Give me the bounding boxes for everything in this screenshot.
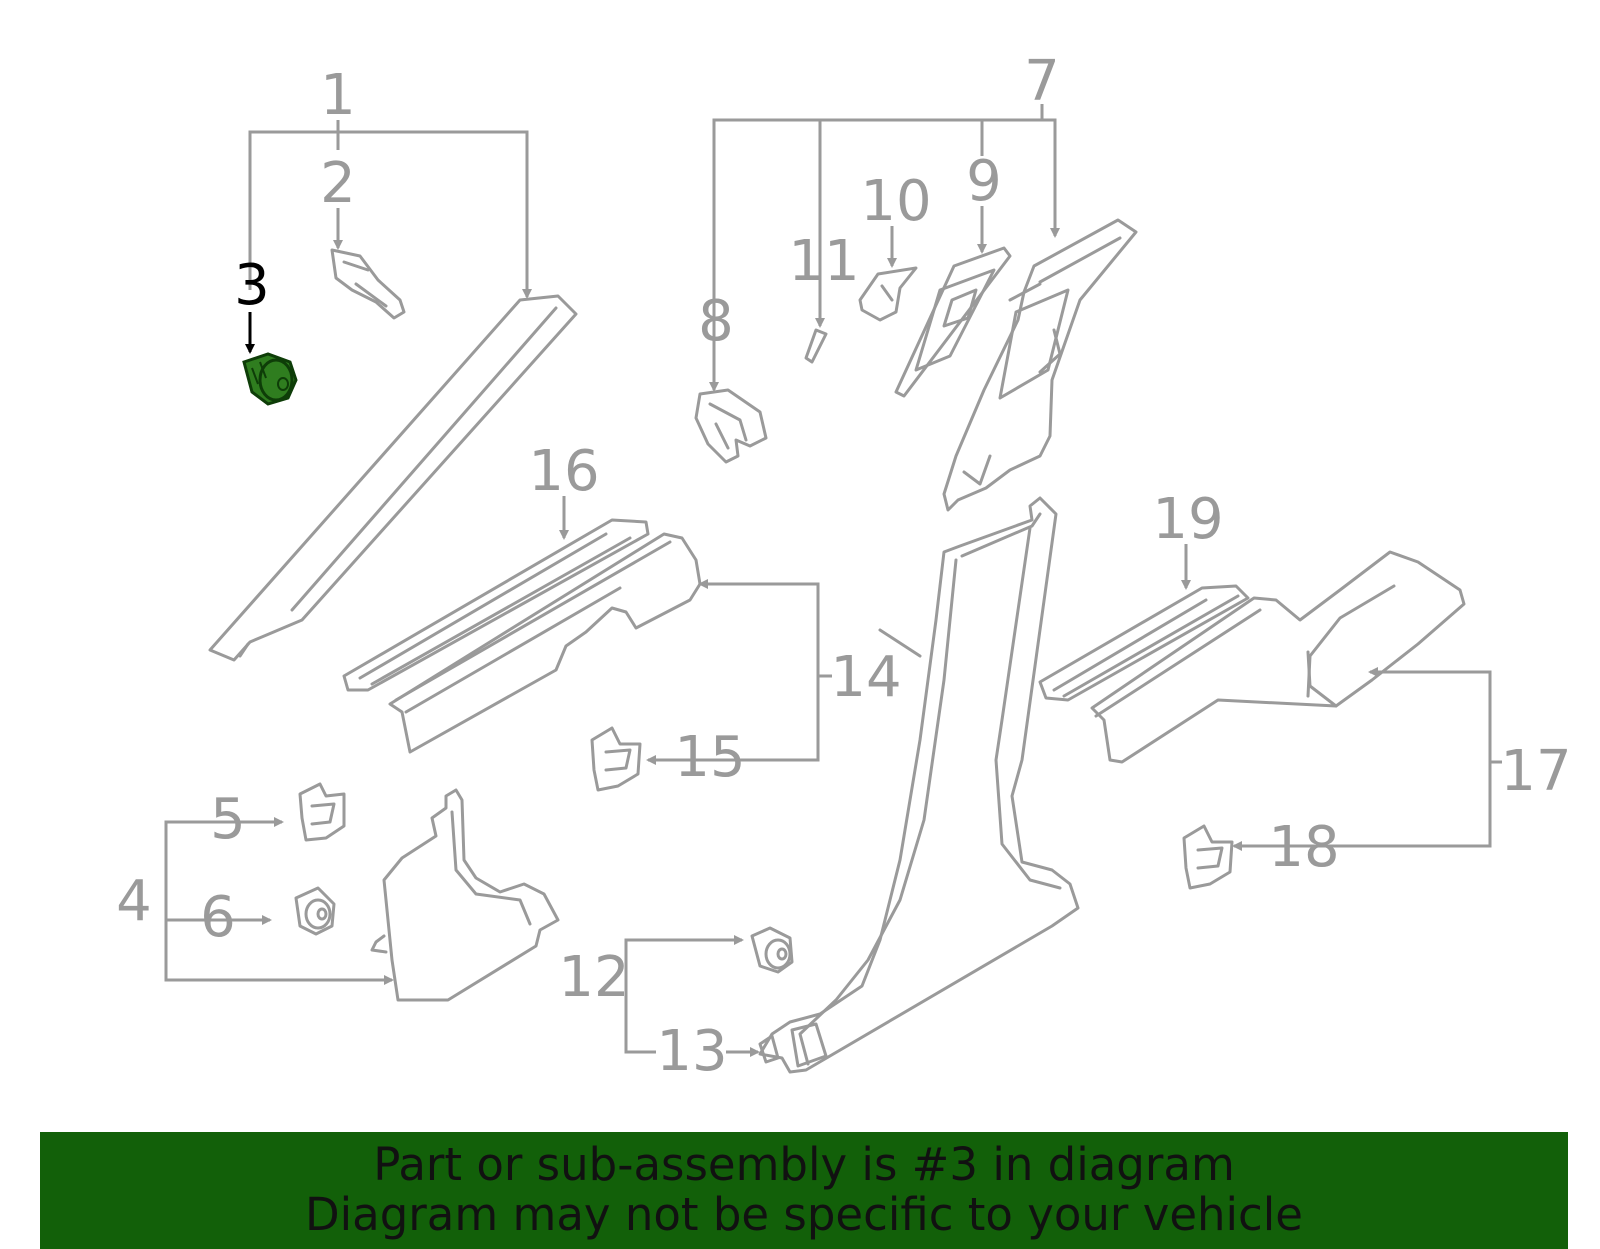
banner-line-1: Part or sub-assembly is #3 in diagram: [373, 1138, 1235, 1191]
callout-16[interactable]: 16: [528, 439, 599, 504]
part-4-kick-panel[interactable]: [370, 788, 560, 1002]
leader-14: [698, 579, 820, 676]
leader-14-to-15: [646, 676, 820, 765]
part-1-a-pillar-trim[interactable]: [208, 294, 578, 662]
part-12-push-clip[interactable]: [750, 926, 794, 974]
leader-12: [624, 935, 744, 1040]
leader-1: [248, 130, 532, 299]
callout-17[interactable]: 17: [1500, 739, 1571, 804]
part-2-clip[interactable]: [330, 248, 406, 320]
leader-17-to-18: [1232, 762, 1492, 851]
callout-10[interactable]: 10: [860, 169, 931, 234]
callout-1[interactable]: 1: [320, 63, 356, 128]
part-15-clip[interactable]: [590, 726, 642, 792]
part-5-clip[interactable]: [298, 782, 346, 842]
callout-12[interactable]: 12: [558, 945, 629, 1010]
callout-7[interactable]: 7: [1024, 49, 1060, 114]
part-7-b-pillar-upper[interactable]: [942, 218, 1138, 512]
part-19-sill-plate[interactable]: [1038, 584, 1250, 702]
callout-15[interactable]: 15: [674, 725, 745, 790]
callout-9[interactable]: 9: [966, 149, 1002, 214]
part-3-clip-highlighted[interactable]: [242, 352, 298, 406]
callout-14[interactable]: 14: [830, 645, 901, 710]
leader-12-to-13: [624, 1040, 656, 1054]
parts-diagram: 1 2 3 7 8 11 10 9: [116, 49, 1571, 1084]
info-banner: Part or sub-assembly is #3 in diagram Di…: [40, 1132, 1568, 1249]
callout-19[interactable]: 19: [1152, 487, 1223, 552]
part-14-front-scuff-plate[interactable]: [388, 532, 702, 754]
callout-13[interactable]: 13: [656, 1019, 727, 1084]
callout-3[interactable]: 3: [234, 253, 270, 318]
callout-18[interactable]: 18: [1268, 815, 1339, 880]
callout-8[interactable]: 8: [698, 289, 734, 354]
callout-6[interactable]: 6: [200, 885, 236, 950]
part-10-bracket[interactable]: [858, 266, 918, 322]
part-11-pin[interactable]: [804, 328, 828, 364]
leader-17: [1368, 667, 1492, 762]
banner-line-2: Diagram may not be specific to your vehi…: [305, 1188, 1303, 1241]
part-16-sill-plate[interactable]: [342, 518, 650, 692]
leader-4-to-5: [164, 817, 284, 920]
leader-7: [712, 118, 1060, 380]
callout-11[interactable]: 11: [788, 229, 859, 294]
part-18-clip[interactable]: [1182, 824, 1234, 890]
part-8-retainer[interactable]: [694, 388, 768, 464]
part-12-b-pillar-lower[interactable]: [758, 496, 1080, 1074]
leader-4: [164, 920, 394, 985]
callout-4[interactable]: 4: [116, 869, 152, 934]
part-17-rear-scuff-plate[interactable]: [1090, 550, 1466, 764]
part-9-belt-guide[interactable]: [894, 246, 1012, 398]
callout-5[interactable]: 5: [210, 787, 246, 852]
part-6-push-clip[interactable]: [294, 886, 336, 936]
callout-2[interactable]: 2: [320, 151, 356, 216]
